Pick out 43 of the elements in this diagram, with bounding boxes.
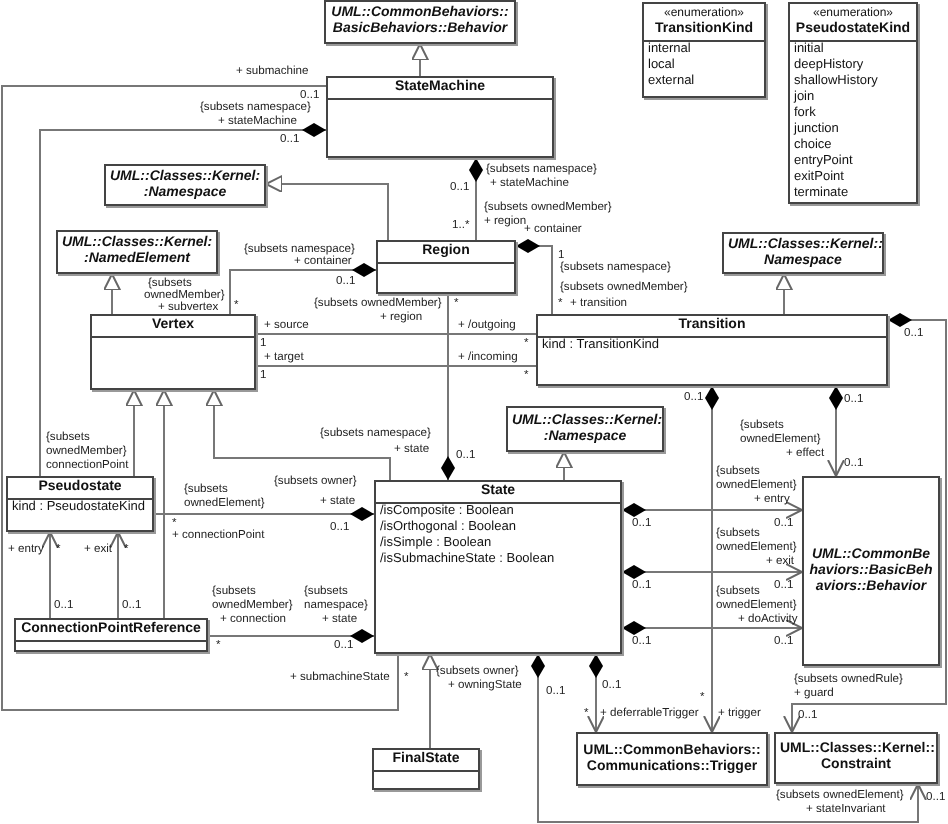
composition-line — [531, 653, 927, 823]
class-box — [506, 406, 664, 452]
association-line — [255, 365, 537, 367]
class-box — [372, 748, 480, 790]
composition-line — [621, 619, 803, 637]
enumeration-box — [642, 2, 766, 98]
composition-line — [621, 563, 803, 581]
generalization-arrow — [265, 175, 389, 241]
class-box — [90, 314, 256, 390]
association-line — [255, 333, 537, 335]
composition-line — [783, 313, 947, 733]
composition-line — [621, 501, 803, 519]
composition-line — [441, 293, 455, 481]
class-box — [774, 732, 938, 784]
class-box — [6, 476, 154, 532]
composition-line — [703, 385, 721, 733]
composition-line — [229, 263, 377, 315]
class-box — [374, 480, 622, 654]
class-box — [576, 732, 768, 786]
composition-line — [207, 629, 375, 643]
association-line — [41, 531, 59, 619]
class-box — [14, 618, 208, 652]
generalization-arrow — [411, 43, 429, 77]
generalization-arrow — [205, 389, 391, 481]
composition-line — [39, 123, 327, 477]
enumeration-box — [788, 2, 918, 204]
generalization-arrow — [775, 273, 793, 315]
generalization-arrow — [421, 653, 439, 749]
association-line — [1, 85, 399, 711]
generalization-arrow — [103, 273, 121, 315]
generalization-arrow — [155, 389, 173, 619]
class-box — [376, 240, 516, 294]
association-line — [109, 531, 127, 619]
class-box — [326, 76, 554, 158]
class-box — [802, 476, 940, 666]
composition-line — [469, 157, 483, 241]
generalization-arrow — [555, 451, 573, 481]
generalization-arrow — [125, 389, 143, 477]
class-box — [536, 314, 888, 386]
composition-line — [515, 239, 553, 315]
composition-line — [587, 653, 605, 733]
composition-line — [153, 507, 375, 521]
composition-line — [827, 385, 845, 477]
